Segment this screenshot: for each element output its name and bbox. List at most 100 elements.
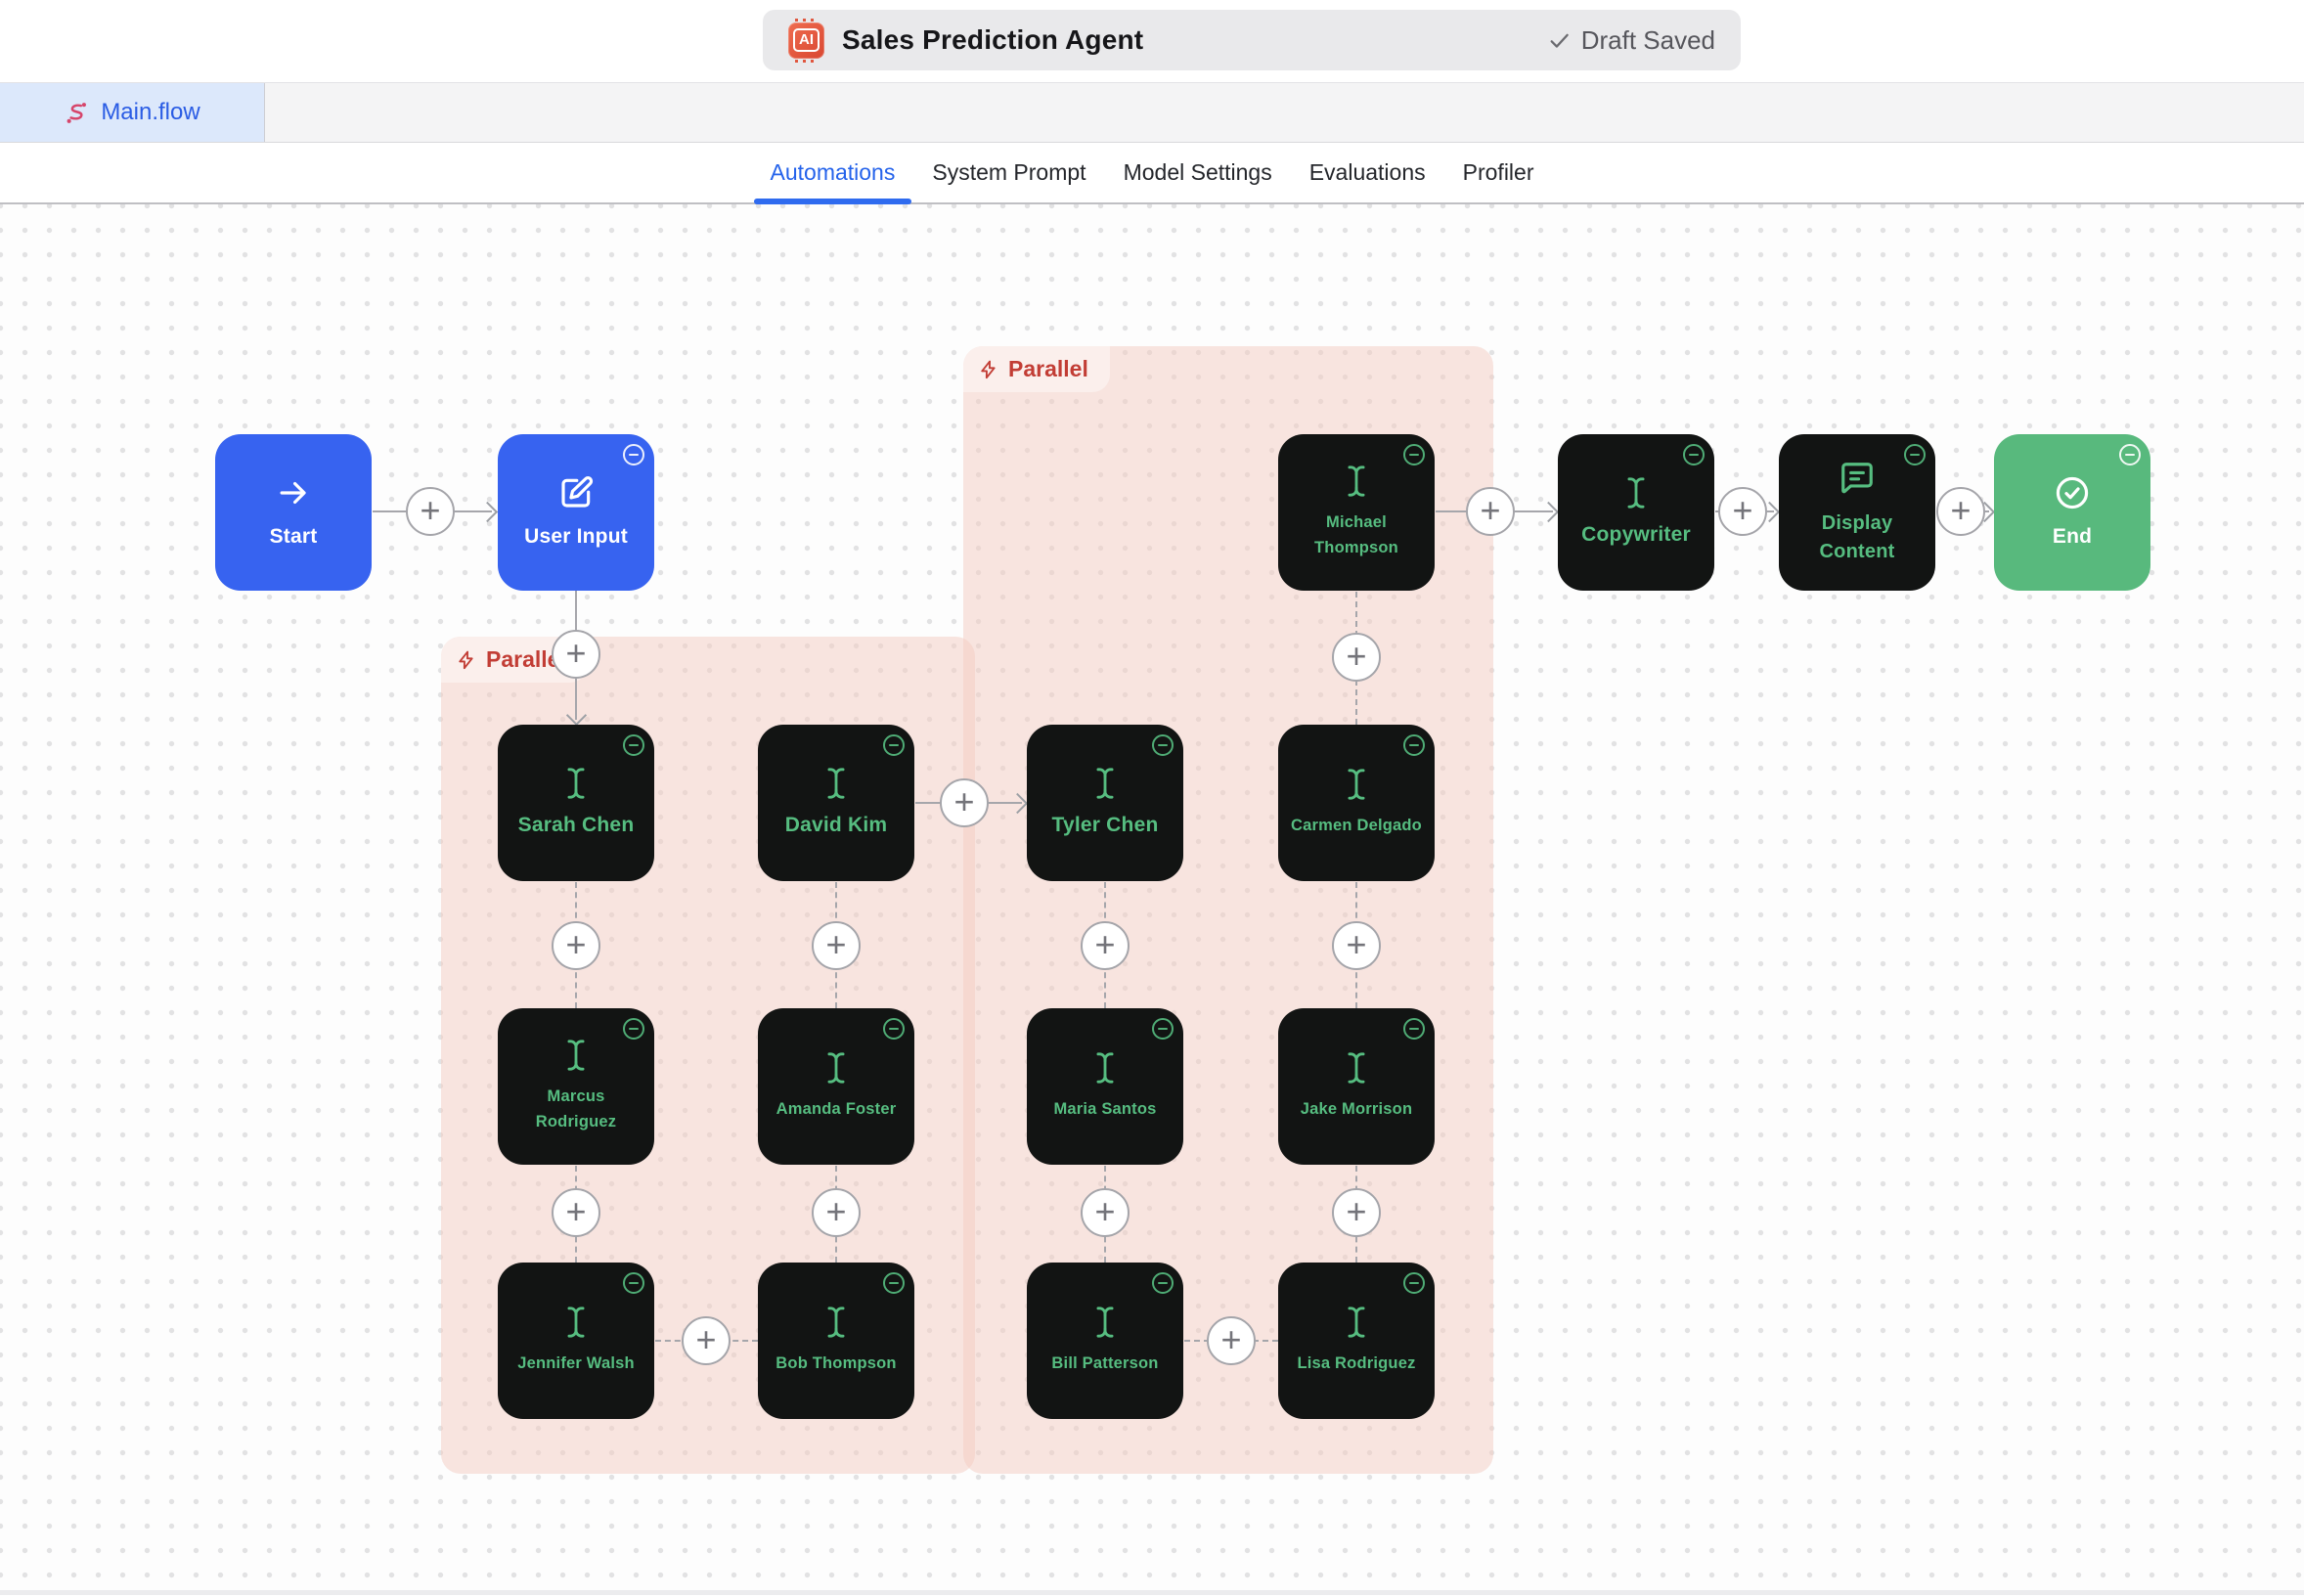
node-carmen-delgado[interactable]: Carmen Delgado: [1278, 725, 1435, 881]
node-label: David Kim: [784, 814, 888, 837]
remove-node-button[interactable]: [883, 1018, 905, 1040]
bolt-icon: [459, 650, 473, 669]
tab-evaluations[interactable]: Evaluations: [1308, 159, 1426, 185]
node-label: Start: [269, 525, 318, 549]
parallel-label: Parallel: [963, 346, 1110, 392]
add-step-button[interactable]: [1332, 1188, 1381, 1237]
node-bob-thompson[interactable]: Bob Thompson: [758, 1263, 914, 1419]
node-label: Maria Santos: [1053, 1099, 1157, 1118]
remove-node-button[interactable]: [1904, 444, 1926, 466]
remove-node-button[interactable]: [1152, 1018, 1174, 1040]
remove-node-button[interactable]: [1403, 1018, 1425, 1040]
add-step-button[interactable]: [406, 487, 455, 536]
remove-node-button[interactable]: [1152, 734, 1174, 756]
add-step-button[interactable]: [1081, 1188, 1130, 1237]
add-step-button[interactable]: [1332, 921, 1381, 970]
check-icon: [1550, 33, 1569, 48]
node-user-input[interactable]: User Input: [498, 434, 654, 591]
node-copywriter[interactable]: Copywriter: [1558, 434, 1714, 591]
flow-icon: [66, 102, 87, 123]
node-label: End: [2052, 525, 2093, 549]
node-label: User Input: [524, 525, 628, 549]
arrow-right-icon: [280, 482, 306, 505]
node-label: Jake Morrison: [1300, 1099, 1413, 1118]
text-cursor-icon: [1348, 466, 1365, 497]
node-label: Bob Thompson: [775, 1353, 897, 1372]
remove-node-button[interactable]: [623, 1272, 644, 1294]
bolt-icon: [981, 360, 996, 378]
node-marcus-rodriguez[interactable]: Marcus Rodriguez: [498, 1008, 654, 1165]
add-step-button[interactable]: [552, 630, 600, 679]
node-start[interactable]: Start: [215, 434, 372, 591]
text-cursor-icon: [1348, 769, 1365, 800]
text-cursor-icon: [827, 768, 845, 799]
tab-automations[interactable]: Automations: [753, 143, 912, 204]
remove-node-button[interactable]: [1683, 444, 1705, 466]
add-step-button[interactable]: [812, 1188, 861, 1237]
text-cursor-icon: [1096, 1307, 1114, 1338]
text-cursor-icon: [1348, 1052, 1365, 1084]
node-label: Michael Thompson: [1314, 512, 1398, 556]
add-step-button[interactable]: [1081, 921, 1130, 970]
parallel-label-text: Parallel: [1008, 356, 1088, 381]
arrowhead: [476, 501, 499, 522]
node-display-content[interactable]: Display Content: [1779, 434, 1935, 591]
add-step-button[interactable]: [552, 1188, 600, 1237]
node-label: Marcus Rodriguez: [535, 1086, 617, 1130]
add-step-button[interactable]: [940, 778, 989, 827]
node-amanda-foster[interactable]: Amanda Foster: [758, 1008, 914, 1165]
remove-node-button[interactable]: [623, 1018, 644, 1040]
add-step-button[interactable]: [1466, 487, 1515, 536]
node-end[interactable]: End: [1994, 434, 2150, 591]
text-cursor-icon: [567, 1040, 585, 1071]
bottom-strip: [0, 1590, 2304, 1595]
node-david-kim[interactable]: David Kim: [758, 725, 914, 881]
nav-tab-bar: Automations System Prompt Model Settings…: [0, 143, 2304, 204]
ai-chip-label: AI: [793, 28, 820, 52]
add-step-button[interactable]: [812, 921, 861, 970]
node-label: Copywriter: [1581, 523, 1691, 547]
tab-system-prompt[interactable]: System Prompt: [932, 159, 1086, 185]
node-lisa-rodriguez[interactable]: Lisa Rodriguez: [1278, 1263, 1435, 1419]
draft-status-label: Draft Saved: [1580, 24, 1715, 55]
node-sarah-chen[interactable]: Sarah Chen: [498, 725, 654, 881]
node-bill-patterson[interactable]: Bill Patterson: [1027, 1263, 1183, 1419]
node-tyler-chen[interactable]: Tyler Chen: [1027, 725, 1183, 881]
remove-node-button[interactable]: [1403, 1272, 1425, 1294]
text-cursor-icon: [567, 1307, 585, 1338]
tab-model-settings[interactable]: Model Settings: [1123, 159, 1272, 185]
text-cursor-icon: [1096, 768, 1114, 799]
node-label: Carmen Delgado: [1291, 816, 1422, 834]
add-step-button[interactable]: [552, 921, 600, 970]
node-maria-santos[interactable]: Maria Santos: [1027, 1008, 1183, 1165]
flow-tab-label: Main.flow: [101, 99, 200, 125]
add-step-button[interactable]: [682, 1316, 731, 1365]
text-cursor-icon: [567, 768, 585, 799]
node-label: Lisa Rodriguez: [1297, 1353, 1416, 1372]
add-step-button[interactable]: [1718, 487, 1767, 536]
remove-node-button[interactable]: [2119, 444, 2141, 466]
remove-node-button[interactable]: [1403, 734, 1425, 756]
add-step-button[interactable]: [1207, 1316, 1256, 1365]
page-title: Sales Prediction Agent: [842, 24, 1144, 55]
node-label: Tyler Chen: [1051, 814, 1159, 837]
remove-node-button[interactable]: [623, 444, 644, 466]
remove-node-button[interactable]: [883, 1272, 905, 1294]
tab-main-flow[interactable]: Main.flow: [0, 83, 265, 142]
message-square-icon: [1841, 462, 1873, 493]
draft-status: Draft Saved: [1547, 25, 1715, 56]
node-jake-morrison[interactable]: Jake Morrison: [1278, 1008, 1435, 1165]
edit-icon: [561, 476, 594, 508]
remove-node-button[interactable]: [623, 734, 644, 756]
remove-node-button[interactable]: [883, 734, 905, 756]
remove-node-button[interactable]: [1152, 1272, 1174, 1294]
add-step-button[interactable]: [1332, 633, 1381, 682]
node-michael-thompson[interactable]: Michael Thompson: [1278, 434, 1435, 591]
node-jennifer-walsh[interactable]: Jennifer Walsh: [498, 1263, 654, 1419]
add-step-button[interactable]: [1936, 487, 1985, 536]
remove-node-button[interactable]: [1403, 444, 1425, 466]
app-header: AI Sales Prediction Agent Draft Saved: [0, 0, 2304, 82]
node-label: Jennifer Walsh: [517, 1353, 635, 1372]
tab-profiler[interactable]: Profiler: [1462, 159, 1534, 185]
